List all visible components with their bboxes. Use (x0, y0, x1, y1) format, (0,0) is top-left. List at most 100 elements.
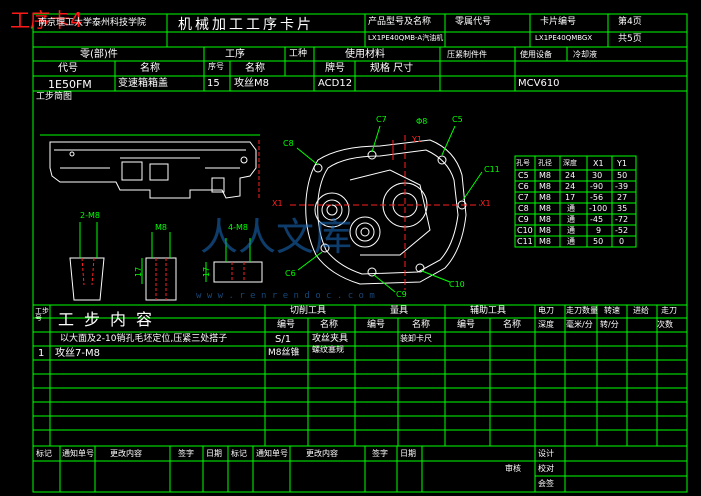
coord-cell: 35 (617, 204, 628, 213)
label-c5: C5 (452, 115, 463, 124)
coord-header-y1: Y1 (617, 159, 627, 168)
card-number-value: LX1PE40QMBGX (535, 34, 593, 42)
cutting-tool-label: 切削工具 (290, 306, 327, 316)
coord-cell: M8 (539, 182, 551, 191)
step-no-label: 工步号 (35, 307, 49, 322)
coord-cell: 通 (567, 237, 575, 246)
coord-cell: -100 (589, 204, 608, 213)
code-col-3: 编号 (457, 320, 476, 330)
code-col-2: 编号 (367, 320, 386, 330)
coord-cell: M8 (539, 215, 551, 224)
part-label: 零(部)件 (80, 49, 118, 60)
aux-tool-label: 辅助工具 (470, 306, 507, 316)
coord-cell: C7 (518, 193, 529, 202)
footer-date-2: 日期 (400, 449, 416, 458)
footer-change-1: 更改内容 (110, 449, 142, 458)
watermark-url: w w w . r e n r e n d o c . c o m (196, 291, 375, 301)
coord-header-depth: 深度 (563, 159, 577, 167)
coord-cell: 0 (619, 237, 625, 246)
feed-label: 转速 (604, 306, 620, 315)
watermark: 人人文库 w w w . r e n r e n d o c . c o m (196, 215, 375, 301)
content-header: 工步内容 (58, 310, 163, 329)
label-c8: C8 (283, 139, 294, 148)
fixture-label: 压紧制件件 (447, 50, 487, 59)
coord-cell: C9 (518, 215, 529, 224)
code-value: 1E50FM (48, 78, 92, 91)
code-label: 代号 (58, 63, 78, 74)
coord-cell: C5 (518, 171, 529, 180)
row0-content: 以大面及2-10销孔毛坯定位,压紧三处搭子 (60, 334, 228, 344)
spindle-label: 走刀数量 (566, 306, 598, 315)
coord-cell: -45 (590, 215, 604, 224)
coord-header-diameter: 孔径 (538, 159, 552, 167)
power-label: 电刀 (538, 306, 554, 315)
cut-label: 走刀 (661, 306, 677, 315)
sketch-label: 工步简图 (36, 92, 73, 102)
coolant-label: 冷却液 (573, 50, 597, 59)
coord-cell: 通 (567, 204, 575, 213)
coord-cell: -72 (615, 215, 629, 224)
name-col-3: 名称 (503, 320, 522, 330)
label-c7: C7 (376, 115, 387, 124)
overlay-title: 工序卡4 (10, 8, 83, 32)
label-17a: 17 (134, 267, 143, 277)
code-col-1: 编号 (277, 320, 296, 330)
label-c6: C6 (285, 269, 296, 278)
school-name: 南京理工大学泰州科技学院 (38, 18, 147, 28)
label-x1-right: X1 (480, 199, 491, 208)
coord-header-hole: 孔号 (516, 159, 530, 167)
card-number-label: 卡片编号 (540, 17, 577, 27)
coord-cell: 50 (617, 171, 628, 180)
unit-count: 次数 (657, 320, 673, 329)
label-phi8: Φ8 (416, 117, 427, 126)
label-y1: Y1 (411, 135, 422, 144)
footer-sign-1: 签字 (178, 449, 194, 458)
footer-review: 审核 (505, 464, 521, 473)
row0-aux: 装卸卡尺 (400, 334, 432, 343)
coord-cell: M8 (539, 171, 551, 180)
proc-name-value: 攻丝M8 (234, 78, 269, 89)
speed-label: 进给 (633, 306, 649, 315)
grade-label: 牌号 (325, 63, 345, 74)
coord-cell: M8 (539, 226, 551, 235)
footer-design: 设计 (538, 449, 554, 458)
unit-depth: 深度 (538, 320, 554, 329)
name-col-2: 名称 (412, 320, 431, 330)
footer-mark-2: 标记 (231, 449, 247, 458)
label-m8: M8 (155, 223, 167, 232)
coord-cell: C10 (517, 226, 533, 235)
part-code-label: 零属代号 (455, 17, 492, 27)
name-value: 变速箱箱盖 (118, 78, 168, 89)
front-view-part (305, 139, 467, 285)
coord-cell: 9 (596, 226, 602, 235)
coord-cell: 30 (592, 171, 603, 180)
card-title: 机械加工工序卡片 (178, 17, 314, 33)
row1-tool: M8丝锥 (268, 348, 300, 358)
label-2m8: 2-M8 (80, 211, 100, 220)
work-type-label: 工种 (289, 49, 308, 59)
coord-cell: M8 (539, 193, 551, 202)
name-label: 名称 (140, 63, 160, 74)
unit-mm-min: 毫米/分 (566, 320, 593, 329)
coord-cell: -56 (590, 193, 604, 202)
footer-date-1: 日期 (206, 449, 222, 458)
row0-code: S/1 (275, 334, 292, 345)
footer-check: 校对 (538, 464, 554, 473)
footer-change-2: 更改内容 (306, 449, 338, 458)
coord-cell: C8 (518, 204, 529, 213)
coord-cell: 50 (593, 237, 604, 246)
equipment-value: MCV610 (518, 78, 560, 89)
label-x1-left: X1 (272, 199, 283, 208)
coord-cell: -39 (615, 182, 629, 191)
footer-mark-1: 标记 (36, 449, 52, 458)
label-c9: C9 (396, 290, 407, 299)
page-label: 第4页 (618, 17, 642, 27)
coord-cell: C6 (518, 182, 529, 191)
seq-value: 15 (207, 78, 220, 89)
process-label: 工序 (225, 49, 245, 60)
coord-table-grid (514, 155, 637, 248)
gauge-label: 量具 (390, 306, 409, 316)
spec-label: 规格 尺寸 (370, 63, 414, 74)
coord-cell: 17 (565, 193, 576, 202)
label-c11: C11 (484, 165, 500, 174)
